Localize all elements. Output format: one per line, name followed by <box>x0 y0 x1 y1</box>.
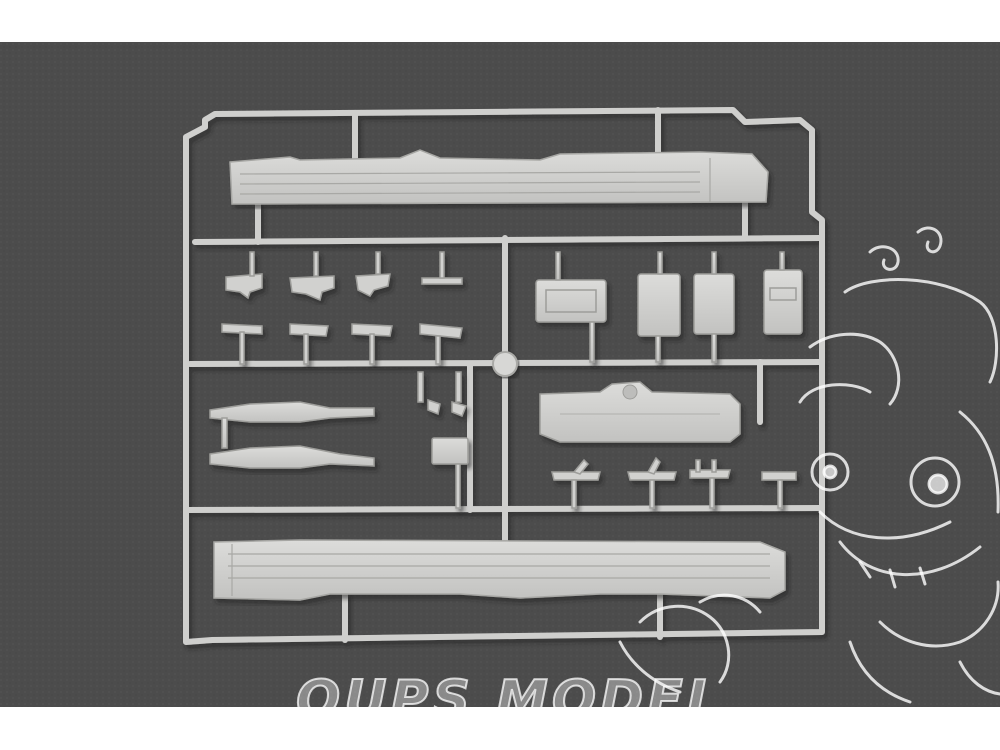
side-skirt-bottom <box>213 539 786 601</box>
hull-plate-part <box>539 381 741 443</box>
hatch-parts <box>535 251 803 363</box>
sprue-photo-drawing <box>0 42 1000 707</box>
small-fittings-row <box>551 456 797 509</box>
sprue-outer-runner <box>183 107 825 645</box>
sprue-center-hub <box>492 351 518 377</box>
axle-parts <box>209 401 375 469</box>
product-photo: OUPS MODEL <box>0 42 1000 707</box>
bracket-parts-row2 <box>221 323 463 365</box>
cartoon-face-watermark-icon <box>618 226 1000 704</box>
bracket-parts-row1 <box>225 251 463 302</box>
lever-parts <box>417 371 469 509</box>
side-skirt-top <box>229 149 769 205</box>
